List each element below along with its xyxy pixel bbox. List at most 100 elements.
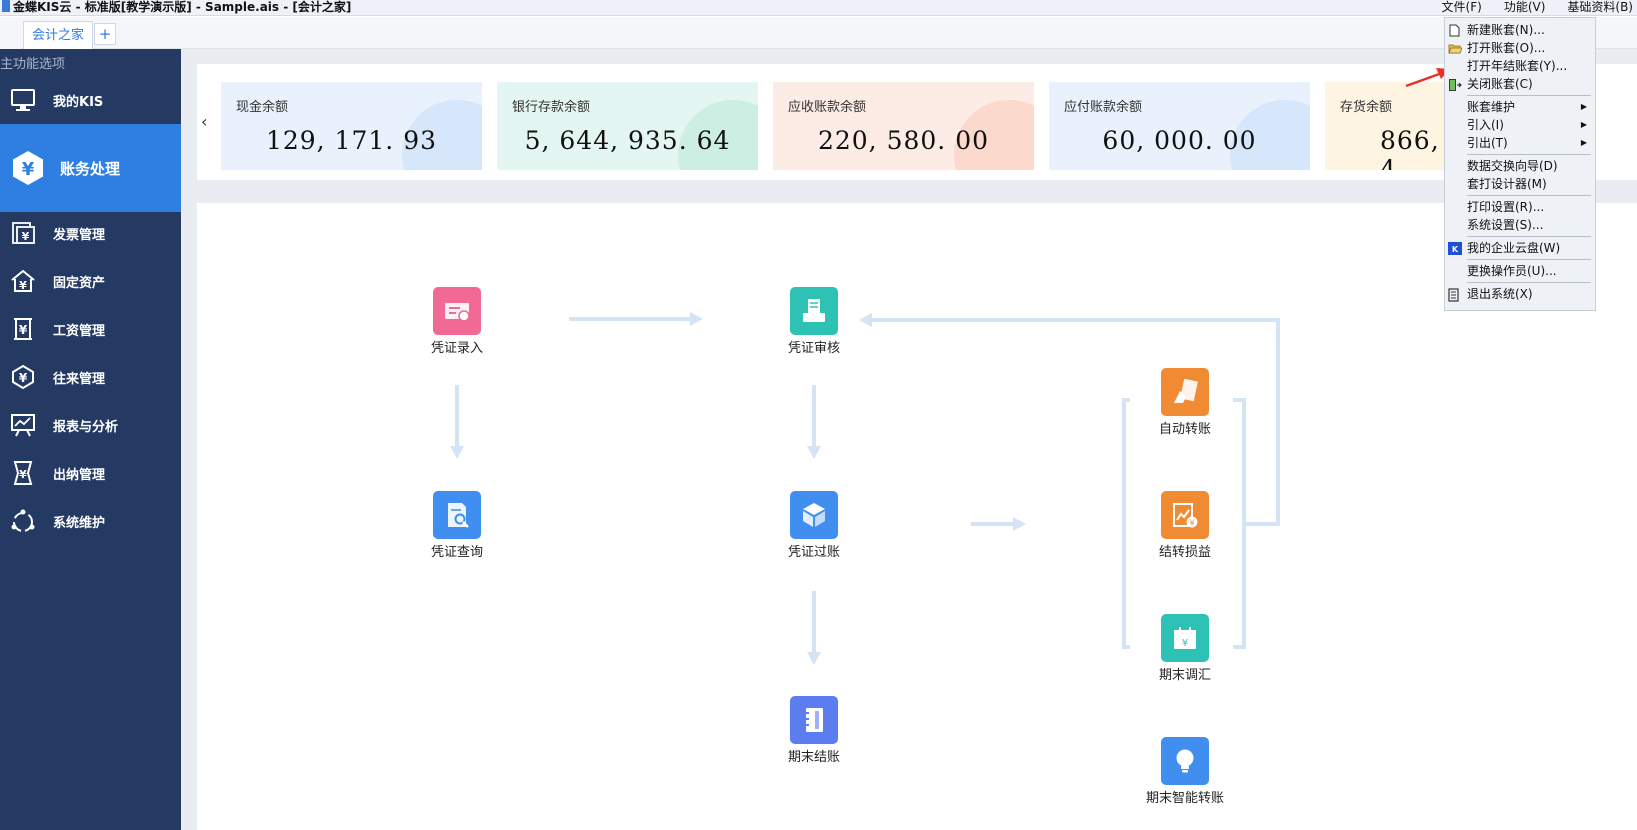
- flow-node-voucher-audit[interactable]: 凭证审核: [764, 287, 864, 356]
- menu-item-exit-system[interactable]: 退出系统(X): [1445, 285, 1595, 303]
- maintenance-icon: [10, 508, 36, 534]
- balance-card-payable[interactable]: 应付账款余额 60, 000. 00: [1049, 82, 1310, 170]
- menu-item-label: 系统设置(S)...: [1467, 218, 1544, 232]
- card-value: 220, 580. 00: [817, 126, 990, 155]
- menu-item-label: 更换操作员(U)...: [1467, 264, 1557, 278]
- smart-transfer-icon: [1161, 737, 1209, 785]
- voucher-posting-icon: [790, 491, 838, 539]
- menu-item-open-year-end-set[interactable]: 打开年结账套(Y)...: [1445, 57, 1595, 75]
- menu-item-switch-operator[interactable]: 更换操作员(U)...: [1445, 262, 1595, 280]
- sidebar-item-label: 固定资产: [53, 275, 106, 291]
- add-tab-button[interactable]: +: [94, 23, 116, 45]
- sidebar-item-label: 账务处理: [60, 159, 121, 178]
- menu-item-label: 账套维护: [1467, 100, 1516, 114]
- flow-node-auto-transfer[interactable]: 自动转账: [1135, 368, 1235, 437]
- menu-separator: [1467, 154, 1591, 155]
- svg-text:¥: ¥: [22, 230, 30, 243]
- new-file-icon: [1448, 24, 1461, 37]
- flow-node-voucher-entry[interactable]: 凭证录入: [407, 287, 507, 356]
- svg-text:¥: ¥: [19, 323, 28, 337]
- app-icon: [2, 0, 10, 12]
- flow-node-label: 凭证查询: [430, 545, 483, 560]
- sidebar-item-reports[interactable]: 报表与分析: [0, 400, 181, 450]
- menu-item-enterprise-cloud-disk[interactable]: K 我的企业云盘(W): [1445, 239, 1595, 257]
- menu-item-open-account-set[interactable]: 打开账套(O)...: [1445, 39, 1595, 57]
- svg-text:¥: ¥: [1182, 638, 1188, 649]
- svg-text:¥: ¥: [19, 371, 28, 385]
- sidebar: 主功能选项 我的KIS ¥ 账务处理 ¥ 发票管理 ¥ 固定资产 ¥ 工资管理 …: [0, 49, 181, 830]
- card-value: 129, 171. 93: [265, 126, 438, 155]
- card-label: 应付账款余额: [1064, 100, 1143, 115]
- menu-item-close-account-set[interactable]: 关闭账套(C): [1445, 75, 1595, 93]
- flow-node-smart-transfer[interactable]: 期末智能转账: [1135, 737, 1235, 806]
- card-label: 现金余额: [236, 100, 289, 115]
- svg-text:¥: ¥: [1189, 519, 1194, 528]
- balance-card-bank[interactable]: 银行存款余额 5, 644, 935. 64: [497, 82, 758, 170]
- submenu-arrow-icon: ▶: [1580, 102, 1587, 111]
- menu-separator: [1467, 195, 1591, 196]
- auto-transfer-icon: [1161, 368, 1209, 416]
- menu-item-export[interactable]: 引出(T) ▶: [1445, 134, 1595, 152]
- flow-node-voucher-posting[interactable]: 凭证过账: [764, 491, 864, 560]
- sidebar-item-system-maintenance[interactable]: 系统维护: [0, 496, 181, 546]
- svg-text:¥: ¥: [22, 159, 35, 180]
- sidebar-item-cashier[interactable]: ¥ 出纳管理: [0, 448, 181, 498]
- tab-accounting-home[interactable]: 会计之家: [23, 21, 94, 49]
- sidebar-item-my-kis[interactable]: 我的KIS: [0, 75, 181, 125]
- menu-item-label: 我的企业云盘(W): [1467, 241, 1561, 255]
- sidebar-item-label: 往来管理: [53, 371, 106, 387]
- menu-item-label: 套打设计器(M): [1467, 177, 1547, 191]
- voucher-entry-icon: [433, 287, 481, 335]
- menu-item-system-settings[interactable]: 系统设置(S)...: [1445, 216, 1595, 234]
- tab-bar: 会计之家 +: [0, 17, 1637, 49]
- close-book-icon: [1448, 78, 1462, 91]
- menu-item-data-exchange-wizard[interactable]: 数据交换向导(D): [1445, 157, 1595, 175]
- menu-function[interactable]: 功能(V): [1503, 0, 1546, 14]
- flow-node-period-close[interactable]: 期末结账: [764, 696, 864, 765]
- menu-item-print-settings[interactable]: 打印设置(R)...: [1445, 198, 1595, 216]
- sidebar-item-label: 发票管理: [53, 227, 106, 243]
- balance-card-cash[interactable]: 现金余额 129, 171. 93: [221, 82, 482, 170]
- menu-item-import[interactable]: 引入(I) ▶: [1445, 116, 1595, 134]
- flow-node-profit-loss[interactable]: ¥ 结转损益: [1135, 491, 1235, 560]
- menu-item-print-template-designer[interactable]: 套打设计器(M): [1445, 175, 1595, 193]
- flow-node-voucher-query[interactable]: 凭证查询: [407, 491, 507, 560]
- house-yen-icon: ¥: [10, 268, 36, 294]
- sidebar-item-invoice[interactable]: ¥ 发票管理: [0, 208, 181, 258]
- chart-board-icon: [10, 412, 36, 438]
- flow-node-exchange-adjust[interactable]: ¥ 期末调汇: [1135, 614, 1235, 683]
- card-value: 866, 4: [1380, 126, 1440, 170]
- sidebar-item-receivables[interactable]: ¥ 往来管理: [0, 352, 181, 402]
- invoice-icon: ¥: [10, 220, 36, 246]
- monitor-icon: [10, 87, 36, 113]
- flow-node-label: 自动转账: [1158, 422, 1211, 437]
- card-value: 5, 644, 935. 64: [524, 126, 731, 155]
- tab-bar-left: [0, 17, 22, 49]
- file-menu-dropdown: 新建账套(N)... 打开账套(O)... 打开年结账套(Y)... 关闭账套(…: [1444, 17, 1596, 311]
- sidebar-item-accounting[interactable]: ¥ 账务处理: [0, 124, 181, 212]
- menu-item-account-set-maintenance[interactable]: 账套维护 ▶: [1445, 98, 1595, 116]
- profit-loss-icon: ¥: [1161, 491, 1209, 539]
- scroll-left-button[interactable]: ‹: [201, 112, 208, 131]
- card-label: 存货余额: [1340, 100, 1393, 115]
- sidebar-item-fixed-assets[interactable]: ¥ 固定资产: [0, 256, 181, 306]
- menu-item-new-account-set[interactable]: 新建账套(N)...: [1445, 21, 1595, 39]
- period-close-icon: [790, 696, 838, 744]
- flow-node-label: 凭证过账: [787, 545, 840, 560]
- svg-text:¥: ¥: [19, 279, 27, 292]
- cashier-icon: ¥: [10, 460, 36, 486]
- card-label: 银行存款余额: [512, 100, 591, 115]
- card-value: 60, 000. 00: [1102, 126, 1257, 155]
- balance-card-inventory[interactable]: 存货余额 866, 4: [1325, 82, 1444, 170]
- balance-card-receivable[interactable]: 应收账款余额 220, 580. 00: [773, 82, 1034, 170]
- menu-item-label: 引出(T): [1467, 136, 1508, 150]
- sidebar-item-payroll[interactable]: ¥ 工资管理: [0, 304, 181, 354]
- payroll-icon: ¥: [10, 316, 36, 342]
- sidebar-item-label: 出纳管理: [53, 467, 106, 483]
- menu-file[interactable]: 文件(F): [1441, 0, 1482, 14]
- menu-basic-data[interactable]: 基础资料(B): [1567, 0, 1633, 14]
- exchange-adjust-icon: ¥: [1161, 614, 1209, 662]
- sidebar-item-label: 系统维护: [53, 515, 106, 531]
- submenu-arrow-icon: ▶: [1580, 120, 1587, 129]
